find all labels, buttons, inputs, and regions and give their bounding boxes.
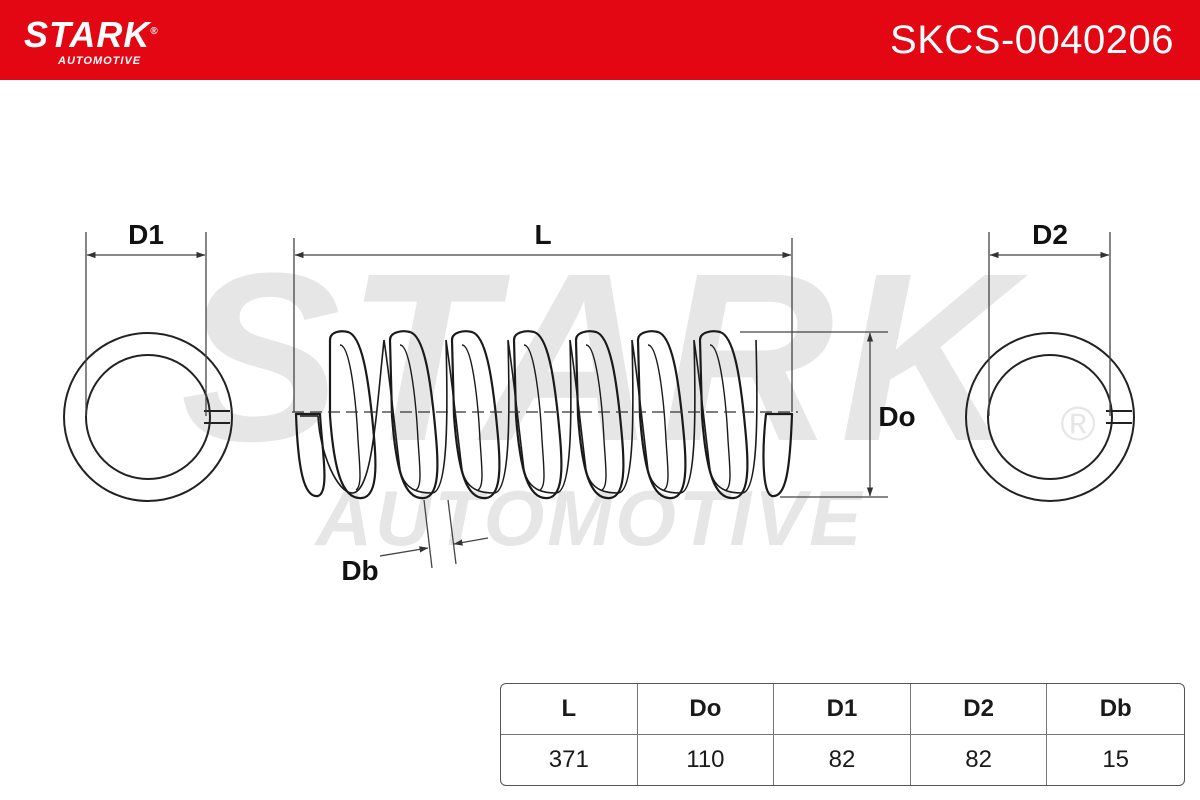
dimension-wire-diameter <box>379 499 489 569</box>
spring-diagram: STARK AUTOMOTIVE ® D1 D2 <box>63 219 1135 586</box>
spec-value-l: 371 <box>501 735 638 785</box>
part-number: SKCS-0040206 <box>890 18 1174 62</box>
coil-end-view-right <box>965 332 1135 502</box>
header-bar: STARK® AUTOMOTIVE SKCS-0040206 <box>0 0 1200 80</box>
spec-table: L Do D1 D2 Db 371 110 82 82 15 <box>500 683 1185 786</box>
spring-side-view <box>294 330 794 500</box>
label-wire-diameter: Db <box>341 555 378 586</box>
watermark: STARK AUTOMOTIVE ® <box>181 223 1096 562</box>
spec-value-row: 371 110 82 82 15 <box>501 735 1184 785</box>
dimension-outer-diameter <box>740 331 888 498</box>
brand-reg-mark: ® <box>150 26 159 37</box>
watermark-reg: ® <box>1060 398 1095 451</box>
brand-subtitle: AUTOMOTIVE <box>58 55 142 67</box>
spec-value-d1: 82 <box>774 735 911 785</box>
dimension-d1 <box>85 232 207 416</box>
watermark-brand: STARK <box>181 223 1029 491</box>
label-d1: D1 <box>128 219 164 250</box>
spec-header-db: Db <box>1047 684 1184 735</box>
brand-name: STARK® <box>24 14 159 55</box>
dimension-length <box>293 238 793 412</box>
spec-value-db: 15 <box>1102 746 1130 773</box>
watermark-sub: AUTOMOTIVE <box>314 474 865 562</box>
label-outer-diameter: Do <box>878 401 915 432</box>
spec-header-d2: D2 <box>910 684 1048 735</box>
label-length: L <box>534 219 551 250</box>
spec-header-l: L <box>501 684 638 735</box>
label-d2: D2 <box>1032 219 1068 250</box>
spec-header-do: Do <box>637 684 775 735</box>
coil-end-view-left <box>63 332 233 502</box>
spec-header-row: L Do D1 D2 Db <box>501 684 1184 735</box>
spec-header-d1: D1 <box>774 684 911 735</box>
brand-logo: STARK® AUTOMOTIVE <box>24 12 159 68</box>
spec-value-do: 110 <box>638 735 775 785</box>
spec-value-d2: 82 <box>911 735 1048 785</box>
dimension-d2 <box>988 232 1111 416</box>
